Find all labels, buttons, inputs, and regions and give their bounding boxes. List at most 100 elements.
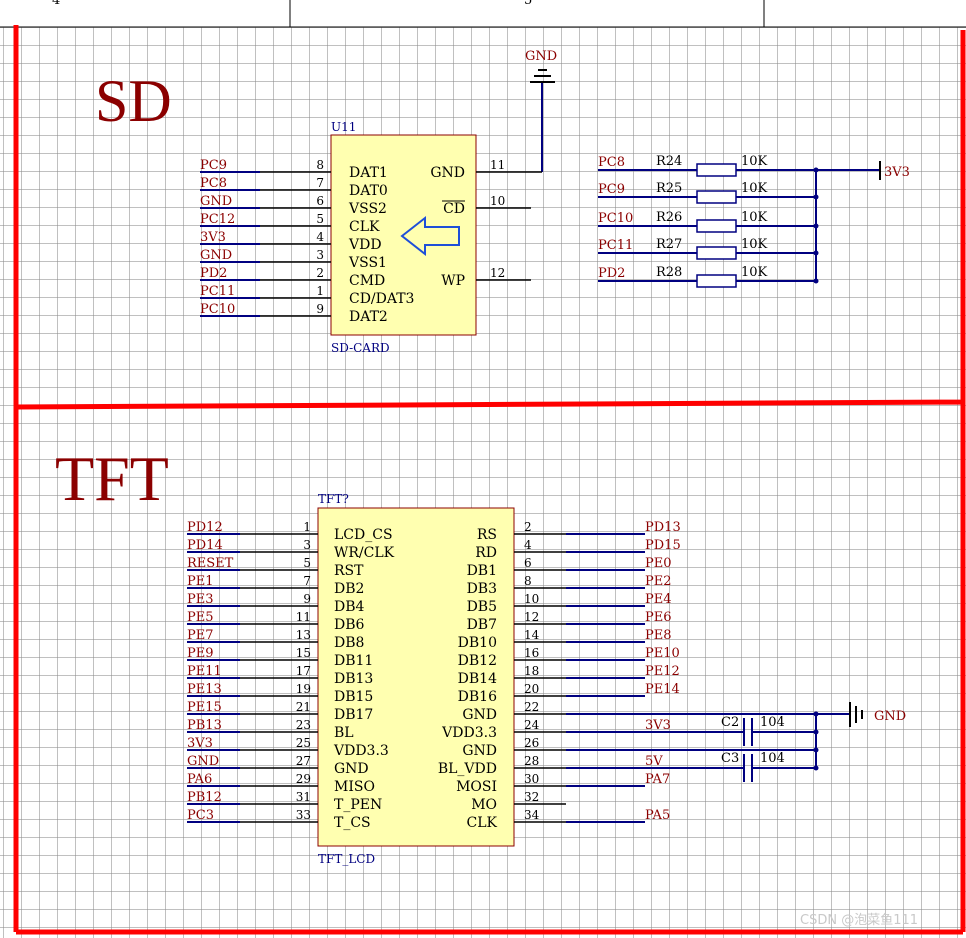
net-label: GND — [187, 754, 219, 769]
resistor-body — [696, 190, 737, 204]
pin-number: 23 — [296, 718, 311, 732]
pin-name: GND — [430, 165, 465, 181]
net-label: 3V3 — [187, 736, 213, 751]
pin-number: 2 — [524, 520, 532, 534]
net-label: PC11 — [598, 238, 633, 253]
net-label: GND — [200, 194, 232, 209]
pin-number: 33 — [296, 808, 311, 822]
resistor-ref: R24 — [656, 154, 682, 169]
net-label: PA6 — [187, 772, 212, 787]
pin-number: 34 — [524, 808, 540, 822]
pin-name: RD — [475, 545, 497, 561]
pin-name: MO — [471, 797, 497, 813]
pin-name: VSS1 — [348, 255, 387, 271]
pin-name: DB7 — [467, 617, 497, 633]
net-label: PC12 — [200, 212, 235, 227]
net-label: PD12 — [187, 520, 223, 535]
resistor-body — [696, 274, 737, 288]
pin-number: 3 — [303, 538, 311, 552]
net-label: PB13 — [187, 718, 222, 733]
net-label: PC8 — [200, 176, 227, 191]
junction-dot — [813, 729, 819, 735]
junction-dot — [813, 765, 819, 771]
pin-name: DB17 — [334, 707, 373, 723]
sd-gnd-symbol: GND — [525, 49, 557, 172]
pin-number: 4 — [316, 230, 324, 244]
capacitor-ref: C2 — [721, 715, 739, 730]
resistor-ref: R25 — [656, 181, 682, 196]
tft-section-title: TFT — [55, 443, 169, 514]
pin-name: DB11 — [334, 653, 373, 669]
pin-name: DB2 — [334, 581, 364, 597]
net-label: PC8 — [598, 155, 625, 170]
net-label: PE4 — [645, 592, 672, 607]
column-label-left: 4 — [52, 0, 60, 8]
pin-name: VDD — [348, 237, 382, 253]
net-label: PE11 — [187, 664, 222, 679]
pin-name: CLK — [467, 815, 498, 831]
red-frame — [13, 25, 966, 935]
pin-number: 28 — [524, 754, 539, 768]
net-label: 3V3 — [645, 718, 671, 733]
resistor-body — [696, 163, 737, 177]
pin-name: GND — [462, 743, 497, 759]
tft-lcd-body[interactable] — [317, 507, 515, 847]
